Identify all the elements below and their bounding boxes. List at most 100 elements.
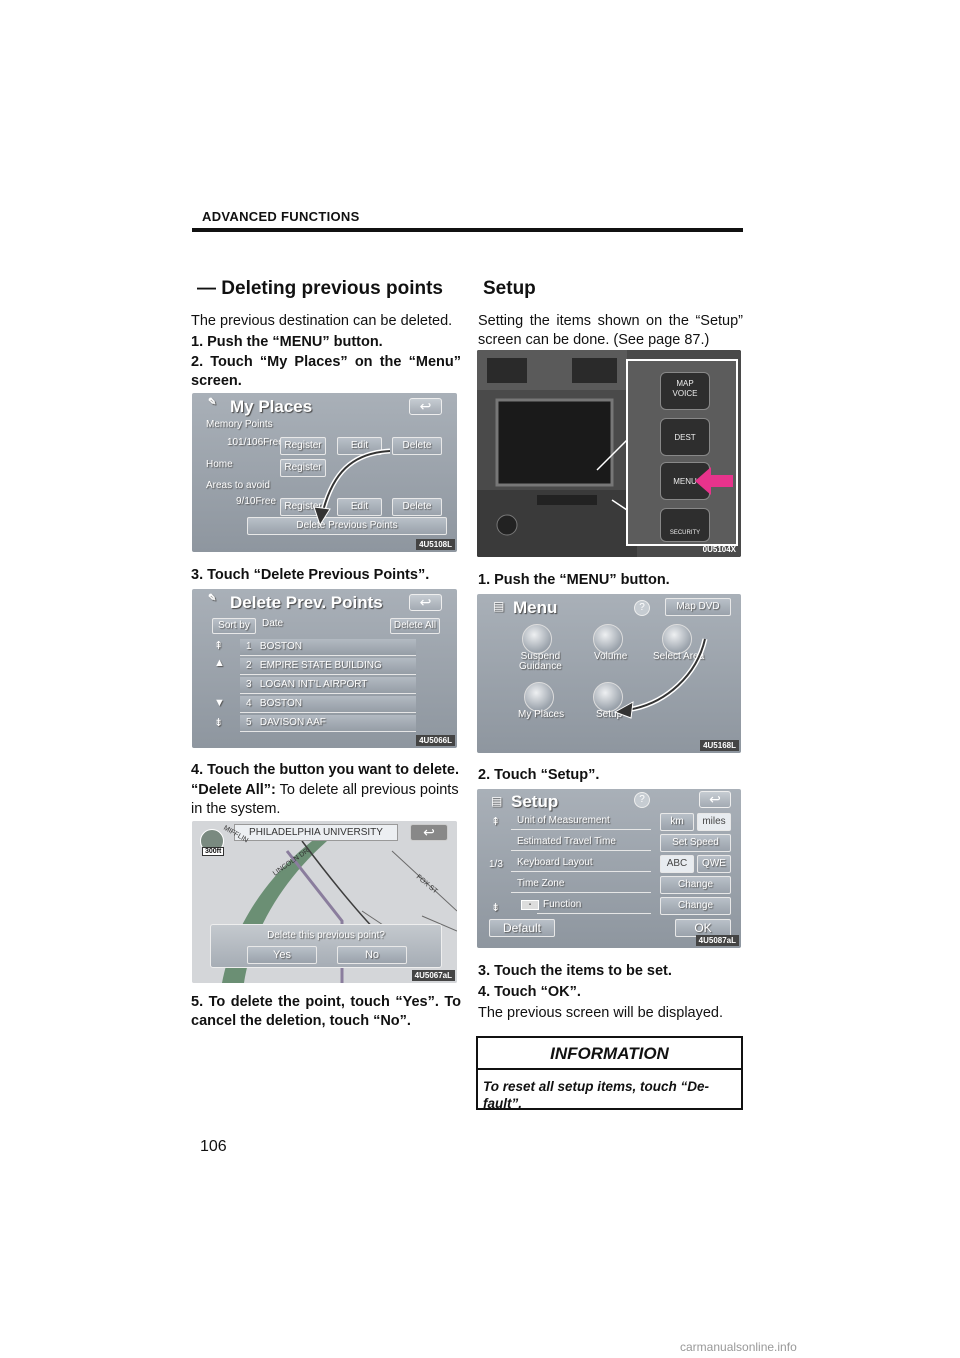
my-places-label[interactable]: My Places xyxy=(518,709,565,720)
back-button[interactable]: ↩ xyxy=(699,791,731,808)
areas-register-button[interactable]: Register xyxy=(280,498,326,516)
list-item[interactable]: 3 LOGAN INT'L AIRPORT xyxy=(240,677,416,694)
information-rule xyxy=(478,1068,741,1070)
page-up-icon[interactable]: ▲ xyxy=(214,657,225,669)
delete-confirm-map-screen: PHILADELPHIA UNIVERSITY ↩ 300ft MIFFLIN … xyxy=(192,821,457,983)
information-title: INFORMATION xyxy=(550,1044,669,1063)
keyboard-layout-label: Keyboard Layout xyxy=(511,855,651,872)
areas-delete-button[interactable]: Delete xyxy=(392,498,442,516)
default-button[interactable]: Default xyxy=(489,919,555,937)
back-button[interactable]: ↩ xyxy=(409,398,442,415)
page-down-icon[interactable]: ⇟ xyxy=(491,902,501,914)
security-button[interactable]: SECURITY xyxy=(660,508,710,542)
section-header: ADVANCED FUNCTIONS xyxy=(202,209,360,224)
delete-button[interactable]: Delete xyxy=(392,437,442,455)
suspend-guidance-icon[interactable] xyxy=(522,624,552,654)
miles-button[interactable]: miles xyxy=(697,813,731,831)
right-step3: 3. Touch the items to be set. xyxy=(478,963,672,979)
volume-icon[interactable] xyxy=(593,624,623,654)
information-text: To reset all setup items, touch “De-faul… xyxy=(483,1079,710,1111)
screen-title: Setup xyxy=(511,792,559,811)
right-after-text: The previous screen will be displayed. xyxy=(478,1005,724,1021)
back-button[interactable]: ↩ xyxy=(410,824,448,841)
function-change-button[interactable]: Change xyxy=(660,897,731,915)
pointer-arrow-icon xyxy=(313,448,391,527)
left-intro: The previous destination can be deleted. xyxy=(191,313,453,329)
areas-label: Areas to avoid xyxy=(206,480,270,491)
page-top-icon[interactable]: ⇞ xyxy=(214,640,224,652)
home-register-button[interactable]: Register xyxy=(280,459,326,477)
right-step4: 4. Touch “OK”. xyxy=(478,984,581,1000)
memory-points-label: Memory Points xyxy=(206,419,273,430)
left-step2: 2. Touch “My Places” on the “Menu” scree… xyxy=(191,354,461,389)
figure-code: 4U5168L xyxy=(700,740,739,751)
set-speed-button[interactable]: Set Speed xyxy=(660,834,731,852)
list-item[interactable]: 5 DAVISON AAF xyxy=(240,715,416,732)
information-box: INFORMATION To reset all setup items, to… xyxy=(476,1036,743,1111)
time-zone-change-button[interactable]: Change xyxy=(660,876,731,894)
setup-icon[interactable] xyxy=(593,682,623,712)
dest-button[interactable]: DEST xyxy=(660,418,710,456)
yes-button[interactable]: Yes xyxy=(247,946,317,964)
left-step3: 3. Touch “Delete Previous Points”. xyxy=(191,567,430,583)
qwe-button[interactable]: QWE xyxy=(697,855,731,873)
setup-screen: ▤ Setup ? ↩ ⇞ 1/3 ⇟ Unit of Measurement … xyxy=(477,789,741,948)
right-intro: Setting the items shown on the “Setup” s… xyxy=(478,313,743,348)
screen-title: My Places xyxy=(230,397,313,416)
confirm-dialog: Delete this previous point? Yes No xyxy=(210,924,442,968)
screen-title: Menu xyxy=(513,598,558,617)
page-indicator: 1/3 xyxy=(489,859,503,870)
delete-prev-points-screen: ✎ Delete Prev. Points ↩ Sort by Date Del… xyxy=(192,589,457,748)
page-up-icon[interactable]: ⇞ xyxy=(491,816,501,828)
back-button[interactable]: ↩ xyxy=(409,594,442,611)
left-step5: 5. To delete the point, touch “Yes”. To … xyxy=(191,994,461,1029)
menu-screen: ▤ Menu ? Map DVD Suspend Guidance Volume… xyxy=(477,594,741,753)
page-down-icon[interactable]: ▼ xyxy=(214,697,225,709)
delete-all-description: “Delete All”: To delete all previous poi… xyxy=(191,781,461,819)
select-area-icon[interactable] xyxy=(662,624,692,654)
my-places-screen: ✎ My Places ↩ Memory Points 101/106Free … xyxy=(192,393,457,552)
volume-label[interactable]: Volume xyxy=(594,651,628,662)
unit-setting-label: Unit of Measurement xyxy=(511,813,651,830)
footer-watermark[interactable]: carmanualsonline.info xyxy=(680,1340,797,1354)
select-area-label[interactable]: Select Area xyxy=(653,651,705,662)
my-places-icon[interactable] xyxy=(524,682,554,712)
left-step4: 4. Touch the button you want to delete. xyxy=(191,762,459,778)
edit-button[interactable]: Edit xyxy=(337,437,382,455)
map-scale[interactable]: 300ft xyxy=(202,847,225,856)
help-button[interactable]: ? xyxy=(634,600,650,616)
setup-label[interactable]: Setup xyxy=(596,709,623,720)
page-bottom-icon[interactable]: ⇟ xyxy=(214,717,224,729)
memory-count: 101/106Free xyxy=(227,437,284,448)
abc-button[interactable]: ABC xyxy=(660,855,694,873)
pink-arrow-icon xyxy=(695,467,733,495)
figure-code: 0U5104X xyxy=(702,545,736,554)
delete-all-text: To delete all previous points in the sys… xyxy=(191,782,459,817)
no-button[interactable]: No xyxy=(337,946,407,964)
km-button[interactable]: km xyxy=(660,813,694,831)
help-button[interactable]: ? xyxy=(634,792,650,808)
menu-button[interactable]: MENU xyxy=(660,462,710,500)
register-button[interactable]: Register xyxy=(280,437,326,455)
delete-all-term: “Delete All”: xyxy=(191,782,276,798)
delete-all-button[interactable]: Delete All xyxy=(390,618,440,634)
sort-value: Date xyxy=(262,618,284,629)
list-item[interactable]: 2 EMPIRE STATE BUILDING xyxy=(240,658,416,675)
list-item[interactable]: 1 BOSTON xyxy=(240,639,416,656)
figure-code: 4U5066L xyxy=(416,735,455,746)
delete-previous-points-button[interactable]: Delete Previous Points xyxy=(247,517,447,535)
function-key-icon: ▪ xyxy=(521,900,539,910)
right-step1: 1. Push the “MENU” button. xyxy=(478,572,670,588)
home-label: Home xyxy=(206,459,233,470)
page-number: 106 xyxy=(200,1138,227,1155)
list-item[interactable]: 4 BOSTON xyxy=(240,696,416,713)
sort-by-button[interactable]: Sort by xyxy=(212,618,256,634)
left-section-title: — Deleting previous points xyxy=(197,278,443,299)
areas-edit-button[interactable]: Edit xyxy=(337,498,382,516)
areas-count: 9/10Free xyxy=(236,496,277,507)
map-dvd-button[interactable]: Map DVD xyxy=(665,598,731,616)
time-zone-label: Time Zone xyxy=(511,876,651,893)
suspend-guidance-label[interactable]: Suspend Guidance xyxy=(519,651,562,672)
